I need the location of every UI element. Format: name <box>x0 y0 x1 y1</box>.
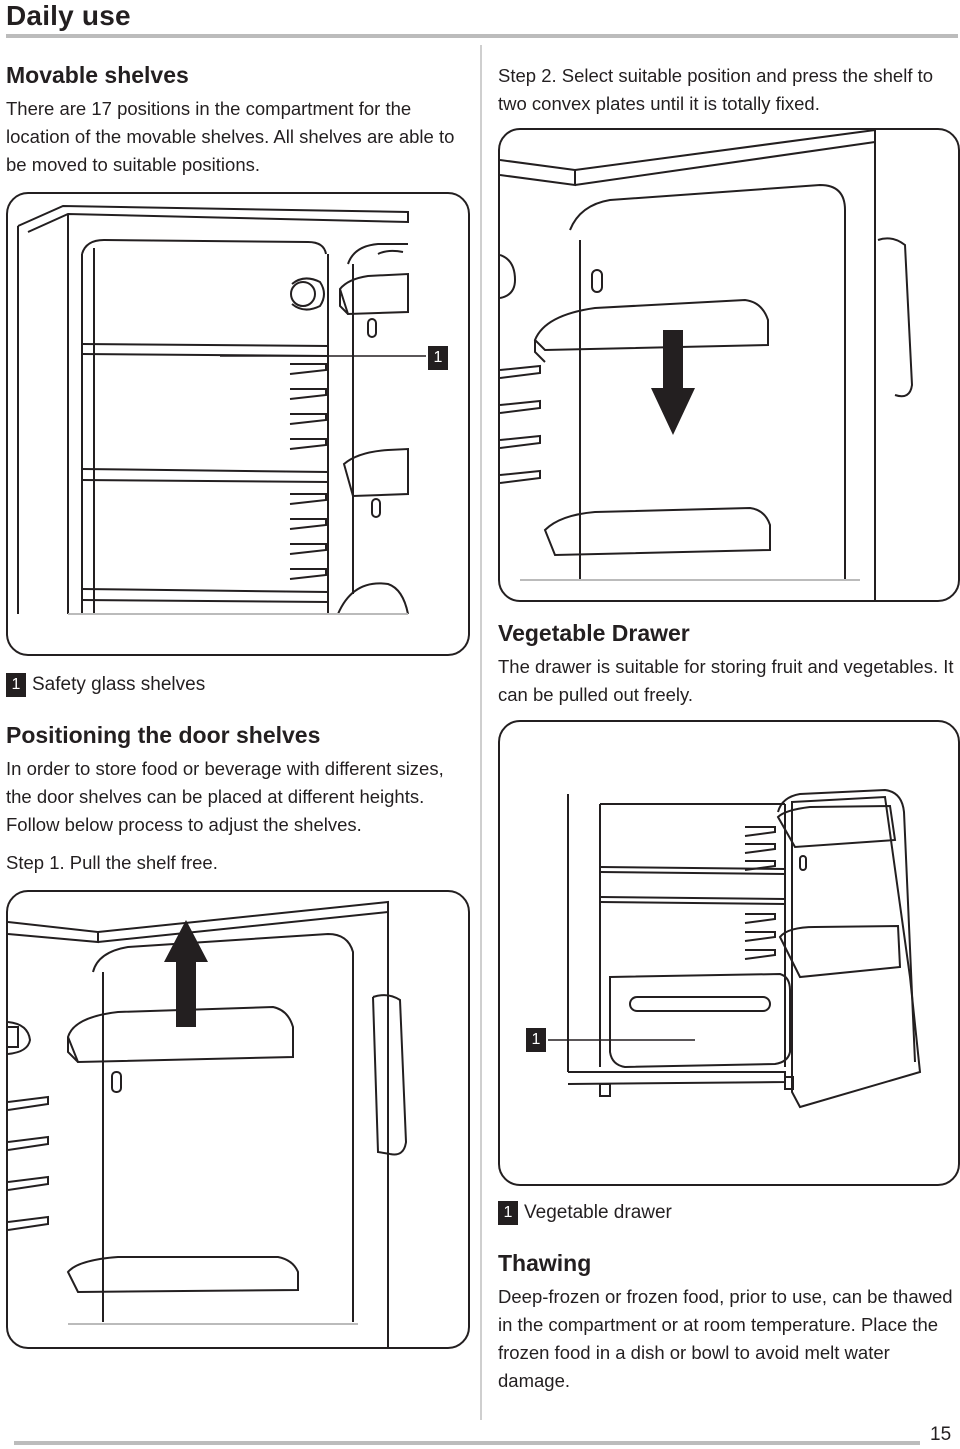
shelves-legend-badge: 1 <box>6 673 26 697</box>
step2-section: Step 2. Select suitable position and pre… <box>498 62 956 118</box>
step1-illustration <box>6 890 470 1349</box>
door-shelves-text: In order to store food or beverage with … <box>6 758 444 835</box>
thawing-heading: Thawing <box>498 1250 592 1276</box>
movable-shelves-text: There are 17 positions in the compartmen… <box>6 98 455 175</box>
drawer-legend-label: Vegetable drawer <box>524 1202 672 1224</box>
step2-illustration <box>498 128 960 602</box>
drawer-legend-badge: 1 <box>498 1201 518 1225</box>
thawing-text: Deep-frozen or frozen food, prior to use… <box>498 1286 953 1391</box>
shelves-legend-label: Safety glass shelves <box>32 674 206 696</box>
drawer-callout-badge: 1 <box>526 1028 546 1052</box>
page-title: Daily use <box>6 0 131 31</box>
door-shelves-heading: Positioning the door shelves <box>6 722 321 748</box>
footer-rule <box>14 1441 920 1445</box>
shelf-callout-badge: 1 <box>428 346 448 370</box>
vegetable-drawer-illustration: 1 <box>498 720 960 1186</box>
vegetable-drawer-heading: Vegetable Drawer <box>498 620 690 646</box>
step1-text: Step 1. Pull the shelf free. <box>6 852 218 873</box>
movable-shelves-heading: Movable shelves <box>6 62 189 88</box>
door-shelves-section: Positioning the door shelves In order to… <box>6 722 472 877</box>
column-divider <box>480 45 482 1420</box>
shelves-illustration: 1 <box>6 192 470 656</box>
vegetable-drawer-section: Vegetable Drawer The drawer is suitable … <box>498 620 958 709</box>
page-number: 15 <box>930 1424 952 1445</box>
shelves-legend: 1 Safety glass shelves <box>6 673 205 697</box>
movable-shelves-section: Movable shelves There are 17 positions i… <box>6 62 466 179</box>
step2-text: Step 2. Select suitable position and pre… <box>498 65 934 114</box>
drawer-legend: 1 Vegetable drawer <box>498 1201 672 1225</box>
vegetable-drawer-text: The drawer is suitable for storing fruit… <box>498 656 954 705</box>
thawing-section: Thawing Deep-frozen or frozen food, prio… <box>498 1250 958 1395</box>
title-rule <box>6 34 958 38</box>
